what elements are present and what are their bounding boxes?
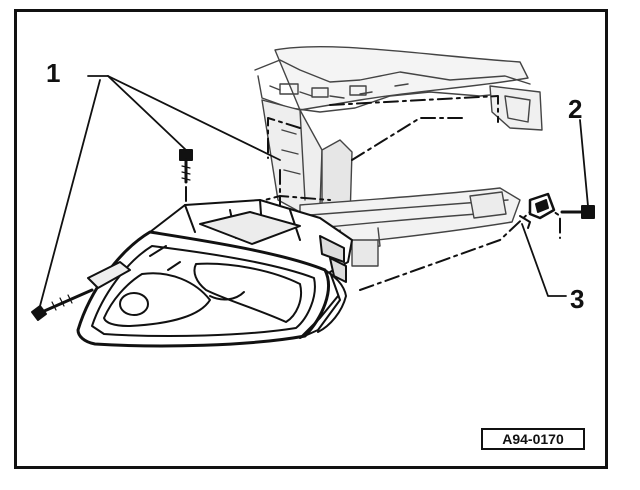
callout-2-label: 2: [568, 94, 583, 124]
bolt-right: [560, 205, 595, 219]
callout-1-label: 1: [46, 58, 61, 88]
headlight-bracket: [87, 261, 131, 289]
headlight-assembly: [76, 199, 353, 348]
leader-lines: [39, 75, 589, 307]
clip: [519, 192, 556, 229]
bolt-lower-left: [31, 288, 94, 321]
diagram-frame: [14, 9, 608, 469]
body-panel: [254, 45, 543, 267]
figure-id-box: A94-0170: [481, 428, 585, 450]
bolt-upper: [179, 149, 193, 184]
callout-3-label: 3: [570, 284, 585, 314]
